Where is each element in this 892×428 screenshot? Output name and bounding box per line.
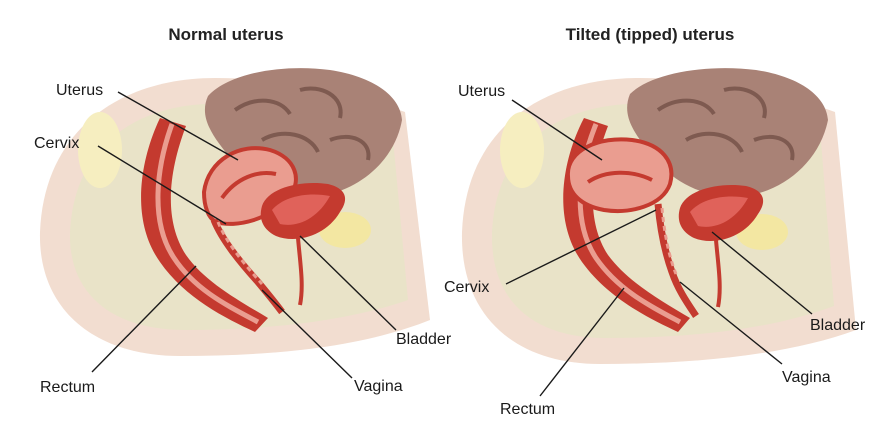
tilted-uterus-panel: Tilted (tipped) uterus [444, 25, 866, 418]
normal-rectum [141, 118, 268, 332]
tilted-uterus-label: Uterus [458, 83, 505, 100]
tilted-cervix-label: Cervix [444, 279, 489, 296]
normal-intestine-folds [233, 86, 371, 161]
normal-vagina-label: Vagina [354, 378, 403, 395]
tilted-uterus-leader [511, 99, 603, 161]
tilted-bladder-inner [690, 196, 748, 227]
normal-rectum-label: Rectum [40, 379, 95, 396]
normal-urethra [296, 237, 304, 306]
normal-uterus-title: Normal uterus [168, 25, 283, 44]
tilted-cervix-leader [505, 209, 657, 285]
normal-uterus-leader [117, 91, 239, 161]
normal-cervix-label: Cervix [34, 135, 79, 152]
normal-pelvis-illustration [39, 68, 431, 356]
tilted-rectum-leader [539, 287, 625, 397]
normal-bladder-leader [299, 235, 397, 331]
normal-uterus-panel: Normal uterus [34, 25, 452, 396]
tilted-urethra [714, 239, 722, 308]
normal-bladder-label: Bladder [396, 331, 452, 348]
tilted-vagina-leader [679, 281, 783, 365]
normal-uterine-cavity [220, 171, 277, 200]
tilted-uterine-cavity [586, 170, 653, 184]
normal-rectum-lining [155, 123, 260, 325]
tilted-intestine-folds [656, 86, 795, 161]
tilted-rectum-label: Rectum [500, 401, 555, 418]
normal-cervix-leader [97, 145, 227, 225]
tilted-bladder-leader [711, 231, 813, 315]
normal-vaginal-rugae [216, 221, 264, 286]
normal-fat-left [78, 112, 122, 188]
tilted-vaginal-canal [654, 203, 699, 318]
normal-bladder-inner [272, 194, 330, 225]
tilted-bladder-label: Bladder [810, 317, 866, 334]
tilted-uterus-organ [565, 137, 674, 213]
tilted-leader-lines [505, 99, 813, 397]
tilted-vagina-label: Vagina [782, 369, 831, 386]
normal-leader-lines [91, 91, 397, 379]
normal-vagina-leader [261, 289, 353, 379]
tilted-uterus-title: Tilted (tipped) uterus [566, 25, 735, 44]
normal-uterus-label: Uterus [56, 82, 103, 99]
normal-rectum-leader [91, 265, 197, 373]
tilted-fat-left [500, 112, 544, 188]
tilted-pelvis-illustration [461, 68, 856, 364]
